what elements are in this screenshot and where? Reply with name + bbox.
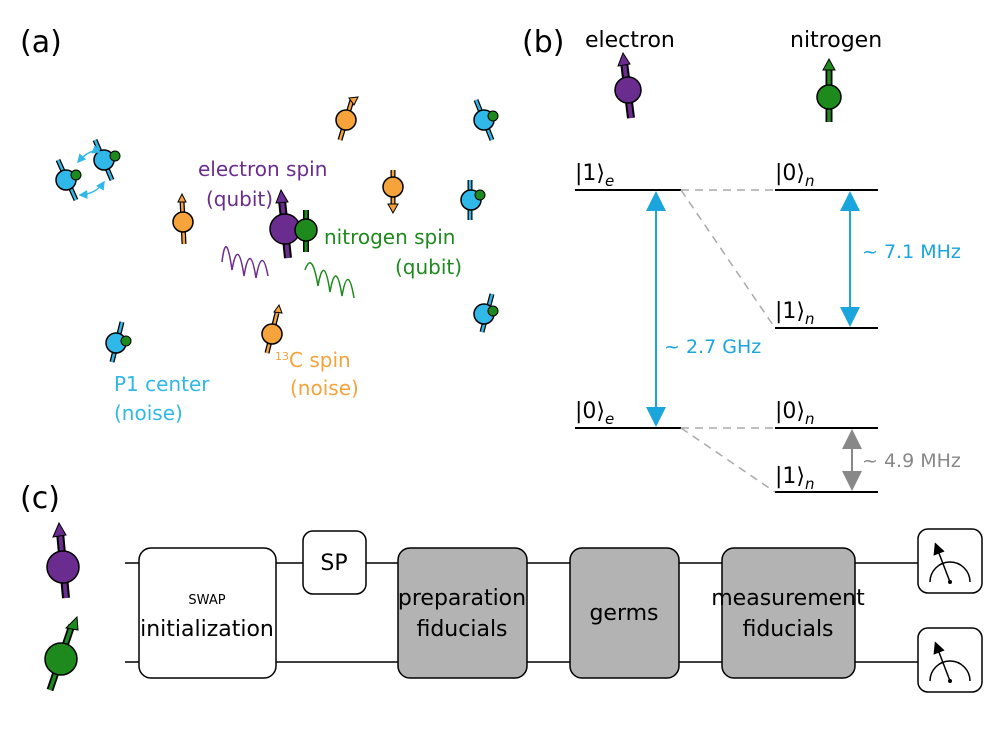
germs-label: germs (589, 601, 658, 626)
nitrogen-spin-icon (44, 615, 79, 692)
p1-label: P1 center (114, 372, 210, 396)
freq-nitrogen-top-label: ~ 7.1 MHz (862, 241, 961, 263)
ket-n0-bot: |0⟩n (775, 399, 815, 428)
freq-electron-label: ~ 2.7 GHz (664, 336, 761, 358)
c13-sublabel: (noise) (290, 376, 359, 400)
c13-spin-icon (261, 303, 283, 354)
p1-center-icon (55, 158, 82, 202)
freq-nitrogen-bot-label: ~ 4.9 MHz (862, 450, 961, 472)
dashed-link (680, 427, 776, 493)
germs-gate (569, 547, 680, 679)
p1-sublabel: (noise) (114, 401, 183, 425)
p1-center-icon (473, 293, 499, 333)
swap-initialization-gate (138, 547, 277, 679)
ket-e0: |0⟩e (575, 399, 614, 428)
electron-meter-icon (917, 528, 983, 594)
sp-gate (302, 530, 367, 595)
preparation-fiducials-gate (397, 547, 528, 679)
p1-center-icon (473, 99, 499, 141)
panel-label-c: (c) (20, 481, 60, 516)
electron-wave-icon (221, 246, 269, 279)
p1-center-icon (460, 180, 486, 220)
ket-n1-top: |1⟩n (775, 299, 815, 328)
measurement-fiducials-gate (721, 547, 856, 679)
preparation-label: preparation (398, 586, 526, 611)
electron-spin-sublabel: (qubit) (206, 187, 273, 211)
nitrogen-wave-icon (304, 262, 355, 299)
swap-label: SWAP (188, 593, 225, 608)
c13-spin-icon (382, 170, 404, 215)
ket-n1-bot: |1⟩n (775, 464, 815, 493)
electron-spin-icon (614, 51, 642, 119)
c13-spin-icon (172, 192, 194, 245)
panel-label-a: (a) (20, 25, 62, 60)
flip-flop-arrow (78, 180, 105, 200)
nitrogen-title: nitrogen (790, 28, 882, 53)
ket-n0-top: |0⟩n (775, 161, 815, 190)
c13-spin-icon (335, 96, 359, 141)
sp-label: SP (320, 551, 347, 576)
c13-superscript: 13 (275, 350, 289, 363)
electron-spin-icon (269, 188, 301, 259)
measurement-label: measurement (711, 586, 865, 611)
nitrogen-spin-label: nitrogen spin (324, 225, 455, 249)
panel-b: electron nitrogen |1⟩e |0⟩e |0⟩n (575, 28, 961, 493)
ket-e1: |1⟩e (575, 161, 614, 190)
p1-center-icon (92, 139, 121, 181)
nitrogen-spin-icon (816, 57, 842, 122)
initialization-label: initialization (140, 617, 274, 642)
fiducials-label: fiducials (416, 617, 507, 642)
nitrogen-spin-icon (294, 210, 318, 252)
c13-label: C spin (289, 348, 351, 372)
electron-spin-label: electron spin (198, 157, 327, 181)
measurement-fiducials-label: fiducials (742, 617, 833, 642)
flip-flop-arrow (77, 145, 102, 164)
electron-title: electron (585, 28, 675, 53)
electron-spin-icon (46, 521, 80, 599)
p1-center-icon (105, 321, 132, 363)
panel-label-b: (b) (522, 25, 564, 60)
panel-c: SWAP initialization SP preparation fiduc… (44, 521, 983, 693)
dashed-link (680, 189, 776, 329)
panel-a: electron spin (qubit) nitrogen spin (qub… (55, 96, 499, 425)
nitrogen-meter-icon (917, 627, 983, 693)
nitrogen-spin-sublabel: (qubit) (395, 255, 462, 279)
